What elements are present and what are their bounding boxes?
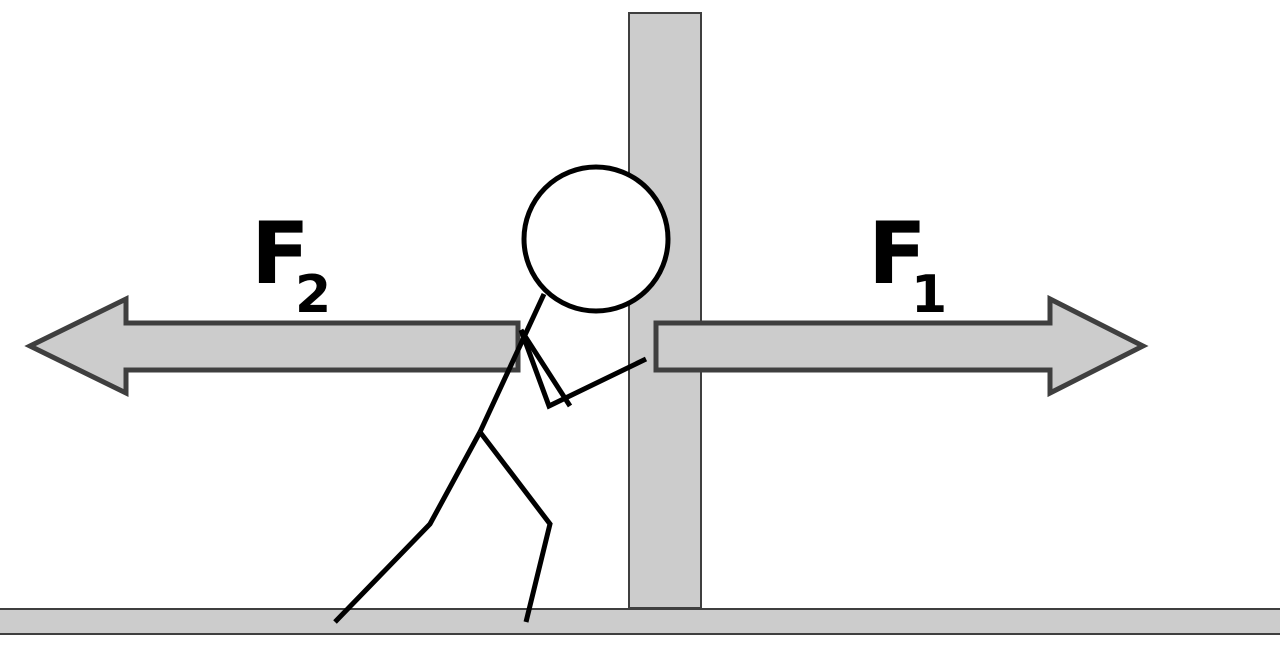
force-arrow-left	[24, 294, 521, 398]
figure-leg-front	[478, 430, 553, 623]
force-label-right-letter: F	[868, 204, 927, 304]
force-label-right-subscript: 1	[911, 265, 947, 325]
force-arrow-right	[653, 294, 1149, 398]
force-label-left-letter: F	[251, 204, 310, 304]
figure-leg-back	[333, 430, 483, 624]
force-label-left-subscript: 2	[295, 265, 331, 325]
figure-torso	[477, 292, 547, 434]
post	[628, 12, 702, 609]
figure-arm-front	[518, 328, 573, 408]
force-label-right: F	[868, 204, 927, 304]
force-label-left: F	[251, 204, 310, 304]
figure-head	[521, 164, 671, 314]
ground	[0, 608, 1280, 635]
figure-arm-back	[518, 329, 648, 410]
stick-figure	[333, 164, 671, 624]
